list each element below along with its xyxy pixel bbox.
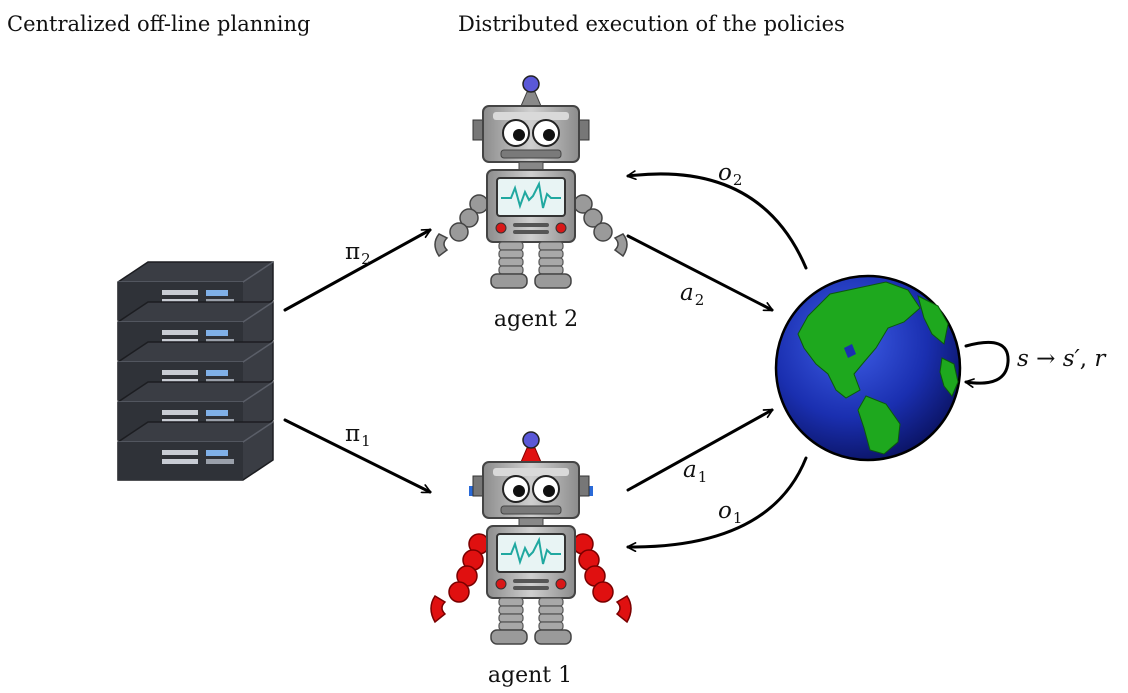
robot-icon (434, 75, 628, 289)
label-o2: o2 (718, 160, 743, 189)
arrows (283, 170, 1010, 553)
server-icon (117, 261, 274, 481)
agent-1-label: agent 1 (487, 663, 573, 688)
arrow-a1 (626, 408, 774, 492)
label-o1: o1 (718, 498, 743, 527)
robot-icon (430, 431, 632, 645)
label-a2: a2 (680, 280, 705, 309)
heading-execution: Distributed execution of the policies (458, 12, 845, 36)
label-pi2: π2 (345, 239, 371, 268)
arrow-pi2 (283, 228, 432, 312)
agent-2-label: agent 2 (493, 307, 579, 332)
arrow-pi1 (283, 418, 432, 494)
arrow-self-loop (964, 340, 1010, 389)
label-state-transition: s → s′, r (1017, 346, 1106, 372)
arrow-o1 (626, 456, 808, 553)
label-pi1: π1 (345, 421, 371, 450)
globe-icon (774, 274, 962, 462)
label-a1: a1 (683, 457, 708, 486)
arrow-o2 (626, 170, 808, 270)
heading-planning: Centralized off-line planning (7, 12, 311, 36)
arrow-a2 (626, 234, 774, 312)
